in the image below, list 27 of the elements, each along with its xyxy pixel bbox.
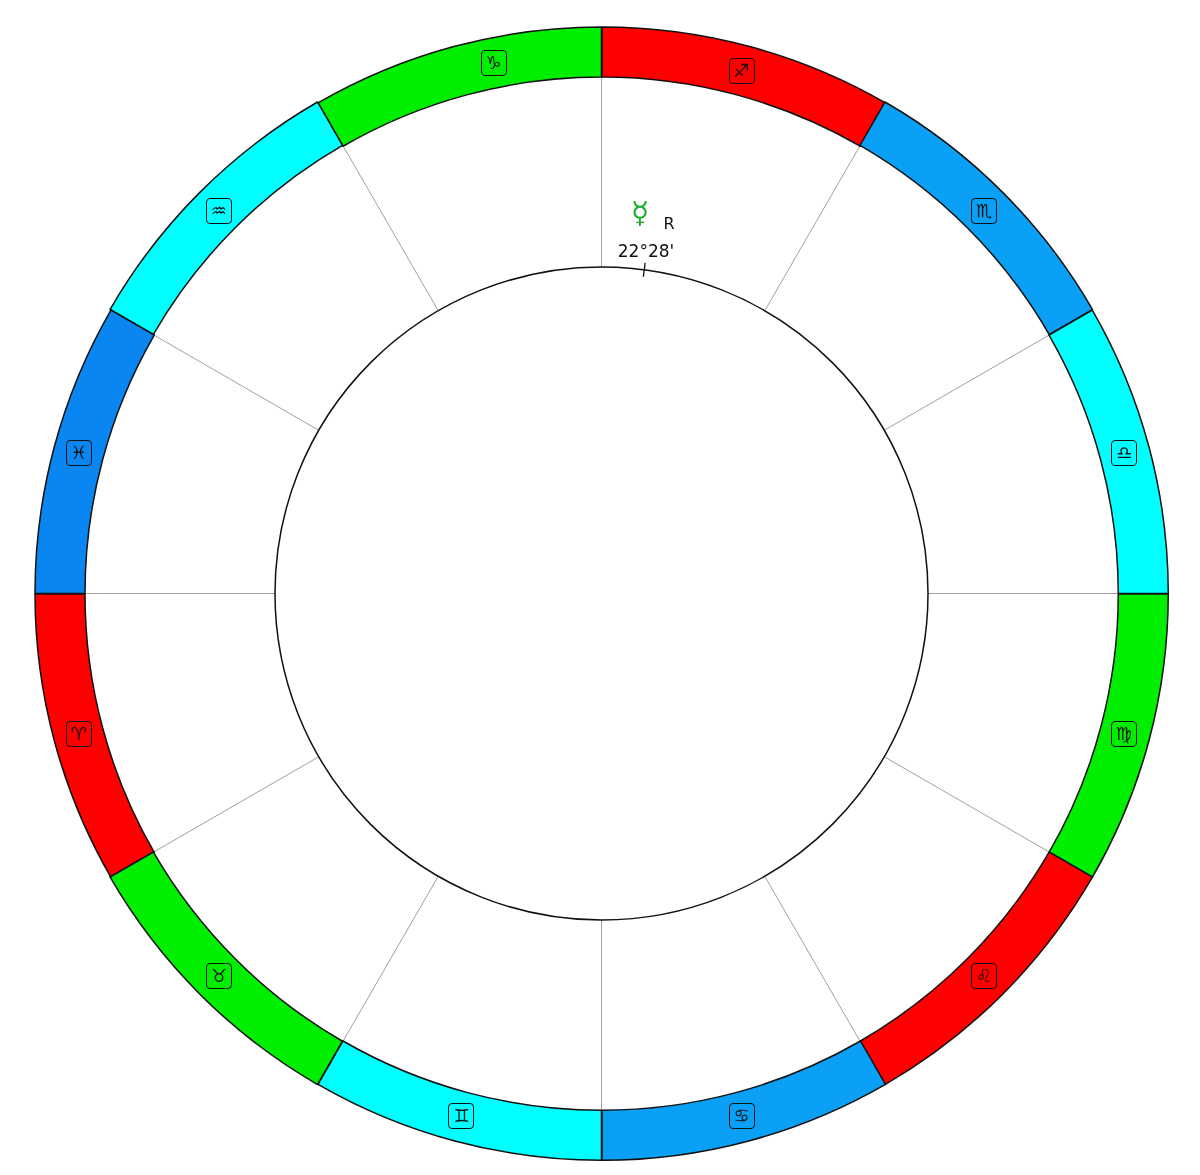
zodiac-sign: ♒	[205, 197, 232, 224]
retrograde-mark: R	[663, 216, 675, 232]
zodiac-sign: ♉	[205, 963, 232, 990]
zodiac-ring-segment	[317, 1040, 603, 1162]
zodiac-sign: ♍	[1111, 720, 1138, 747]
zodiac-sign: ♎	[1111, 440, 1138, 467]
zodiac-ring-segment	[859, 101, 1094, 336]
zodiac-sign: ♓	[65, 440, 92, 467]
zodiac-ring-segment	[33, 592, 155, 878]
zodiac-ring-segment	[1048, 592, 1170, 878]
zodiac-sign: ♌	[971, 963, 998, 990]
planet-glyph: ☿	[630, 198, 650, 228]
zodiac-ring-segment	[600, 1040, 886, 1162]
zodiac-sign: ♋	[728, 1103, 755, 1130]
zodiac-sign: ♊	[448, 1103, 475, 1130]
zodiac-ring-segment	[109, 101, 344, 336]
zodiac-ring-segment	[1048, 309, 1170, 595]
zodiac-ring-segment	[600, 25, 886, 147]
zodiac-sign: ♑	[480, 50, 507, 77]
zodiac-sign: ♈	[65, 720, 92, 747]
zodiac-sign: ♐	[728, 57, 755, 84]
zodiac-ring-segment	[33, 309, 155, 595]
zodiac-sign: ♏	[971, 197, 998, 224]
zodiac-ring-segment	[317, 25, 603, 147]
zodiac-ring-segment	[109, 851, 344, 1086]
zodiac-ring-segment	[859, 851, 1094, 1086]
degree-label: 22°28'	[617, 242, 675, 260]
